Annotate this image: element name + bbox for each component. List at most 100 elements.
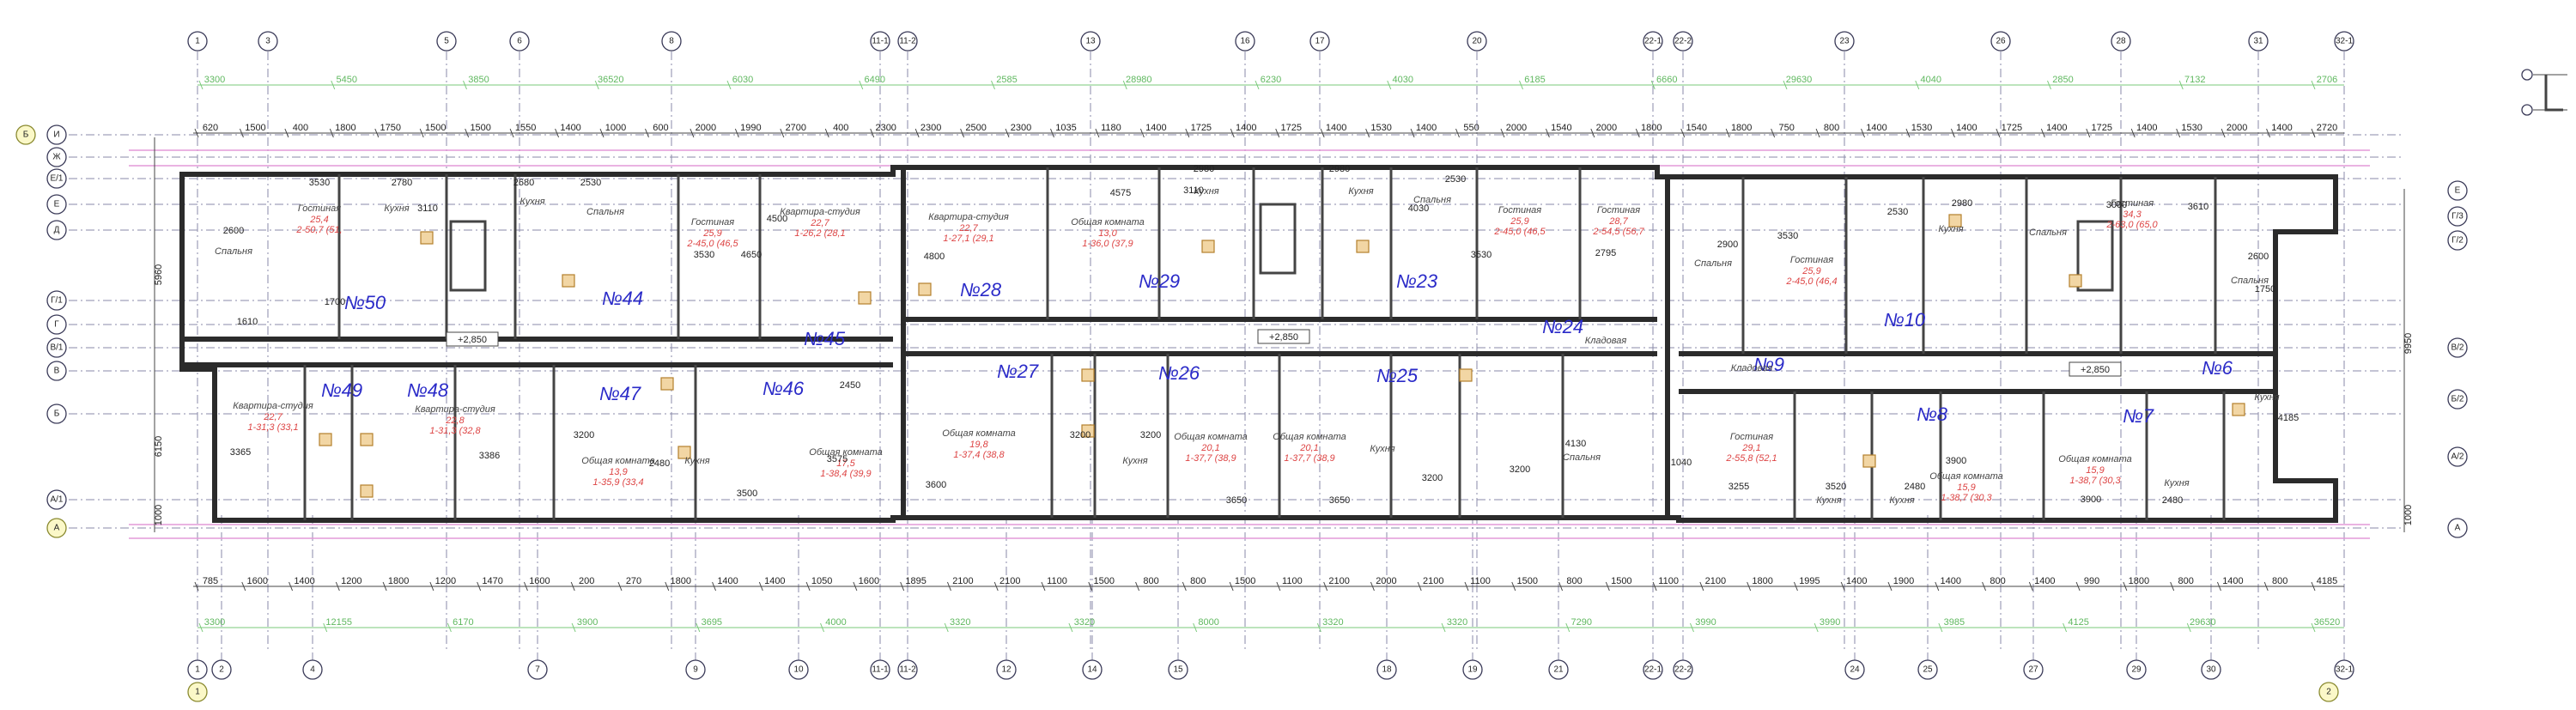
- dimension-value: 3320: [1447, 617, 1467, 628]
- level-box: [446, 331, 499, 347]
- axis-bubble: [46, 147, 67, 167]
- room-dimension: 3520: [1826, 482, 1846, 492]
- axis-bubble: [1643, 31, 1663, 52]
- dimension-value: 400: [293, 123, 308, 133]
- axis-bubble: [1082, 659, 1103, 680]
- room-dimension: 3530: [309, 178, 330, 188]
- dimension-value: 1530: [2181, 123, 2202, 133]
- room-dimension: 3386: [479, 451, 500, 461]
- room-dimension: 4030: [1408, 203, 1429, 214]
- apartment-number: №25: [1376, 365, 1419, 386]
- dimension-value: 9950: [2403, 333, 2414, 354]
- room-area: 20,1: [1200, 443, 1219, 453]
- room-area-total: 2-45,0 (46,5: [686, 239, 738, 249]
- room-dimension: 1700: [325, 297, 345, 307]
- room-dimension: 2980: [1329, 164, 1350, 174]
- room-area-total: 1-37,7 (38,9: [1284, 453, 1334, 464]
- axis-bubble-label: 22-2: [1674, 37, 1692, 46]
- room-name: Гостиная: [1597, 205, 1640, 215]
- dimension-value: 800: [1143, 576, 1158, 586]
- room-area-total: 2-45,0 (46,5: [1493, 227, 1546, 237]
- dimension-value: 4030: [1393, 75, 1413, 85]
- axis-bubble: [788, 659, 809, 680]
- axis-bubble-label: Б/2: [2451, 395, 2464, 404]
- axis-bubble-label: Е: [54, 200, 60, 209]
- room-area-total: 1-26,2 (28,1: [794, 228, 845, 239]
- dimension-value: 1500: [470, 123, 490, 133]
- dimension-value: 1400: [2046, 123, 2067, 133]
- dimension-value: 1100: [1282, 576, 1303, 586]
- dimension-value: 6185: [1524, 75, 1545, 85]
- dimension-value: 2000: [1596, 123, 1617, 133]
- room-dimension: 2530: [1445, 174, 1466, 185]
- apartment-number: №9: [1753, 354, 1784, 375]
- axis-bubble-label: Е/1: [50, 174, 63, 184]
- room-name: Кухня: [1348, 186, 1373, 197]
- dimension-value: 1035: [1055, 123, 1076, 133]
- dimension-value: 1400: [1941, 576, 1961, 586]
- room-name: Общая комната: [1273, 432, 1346, 442]
- room-area: 22,7: [263, 412, 283, 422]
- axis-bubble-label: 11-1: [872, 665, 889, 675]
- dimension-value: 1800: [335, 123, 355, 133]
- axis-bubble-label: Г: [54, 320, 59, 330]
- dimension-value: 1500: [245, 123, 265, 133]
- room-name: Общая комната: [581, 456, 654, 466]
- room-name: Квартира-студия: [415, 404, 495, 415]
- room-area: 25,9: [1801, 266, 1820, 276]
- room-area-total: 1-31,3 (32,8: [429, 426, 481, 436]
- dimension-value: 29630: [2190, 617, 2216, 628]
- room-dimension: 3900: [2081, 495, 2101, 505]
- room-area: 29,1: [1741, 443, 1760, 453]
- axis-bubble-label: 14: [1087, 665, 1097, 675]
- room-dimension: 3365: [230, 447, 251, 458]
- axis-bubble-label: 4: [310, 665, 315, 675]
- dimension-value: 1895: [905, 576, 926, 586]
- room-dimension: 4650: [741, 250, 762, 260]
- axis-bubble-label: В/1: [50, 343, 63, 353]
- room-dimension: 3600: [926, 480, 946, 490]
- axis-bubble: [46, 290, 67, 311]
- axis-bubble: [509, 31, 530, 52]
- axis-badge-label: 1: [195, 688, 200, 697]
- axis-bubble-label: Д: [54, 226, 60, 235]
- axis-bubble-label: 12: [1001, 665, 1012, 675]
- room-name: Спальня: [586, 207, 624, 217]
- dimension-value: 1800: [671, 576, 691, 586]
- room-dimension: 3255: [1728, 482, 1749, 492]
- dimension-value: 1100: [1047, 576, 1067, 586]
- room-name: Кухня: [1938, 224, 1963, 234]
- room-dimension: 3650: [1329, 495, 1350, 506]
- dimension-value: 3990: [1695, 617, 1716, 628]
- dimension-value: 800: [1190, 576, 1206, 586]
- axis-bubble-label: А: [54, 524, 60, 533]
- axis-bubble-label: 1: [195, 665, 200, 675]
- room-dimension: 3650: [1226, 495, 1247, 506]
- dimension-value: 620: [203, 123, 218, 133]
- axis-bubble-label: 11-1: [872, 37, 889, 46]
- axis-badge: [187, 682, 208, 702]
- dimension-value: 2585: [996, 75, 1017, 85]
- dimension-value: 1500: [1611, 576, 1631, 586]
- room-name: Спальня: [2231, 276, 2269, 286]
- dimension-value: 1540: [1686, 123, 1707, 133]
- axis-bubble: [897, 31, 918, 52]
- room-name: Общая комната: [1071, 217, 1144, 228]
- axis-bubble-label: 20: [1472, 37, 1482, 46]
- dimension-value: 550: [1463, 123, 1479, 133]
- axis-bubble: [46, 194, 67, 215]
- axis-bubble: [46, 361, 67, 381]
- level-marks: +2,850+2,850+2,850: [446, 329, 2122, 377]
- axis-bubble: [1844, 659, 1865, 680]
- dimension-value: 1900: [1893, 576, 1914, 586]
- axis-bubble: [2447, 206, 2468, 227]
- axis-bubble-label: 6: [517, 37, 522, 46]
- section-mark-icon: [2521, 69, 2567, 116]
- dimension-value: 3320: [1074, 617, 1095, 628]
- room-name: Кухня: [384, 203, 409, 214]
